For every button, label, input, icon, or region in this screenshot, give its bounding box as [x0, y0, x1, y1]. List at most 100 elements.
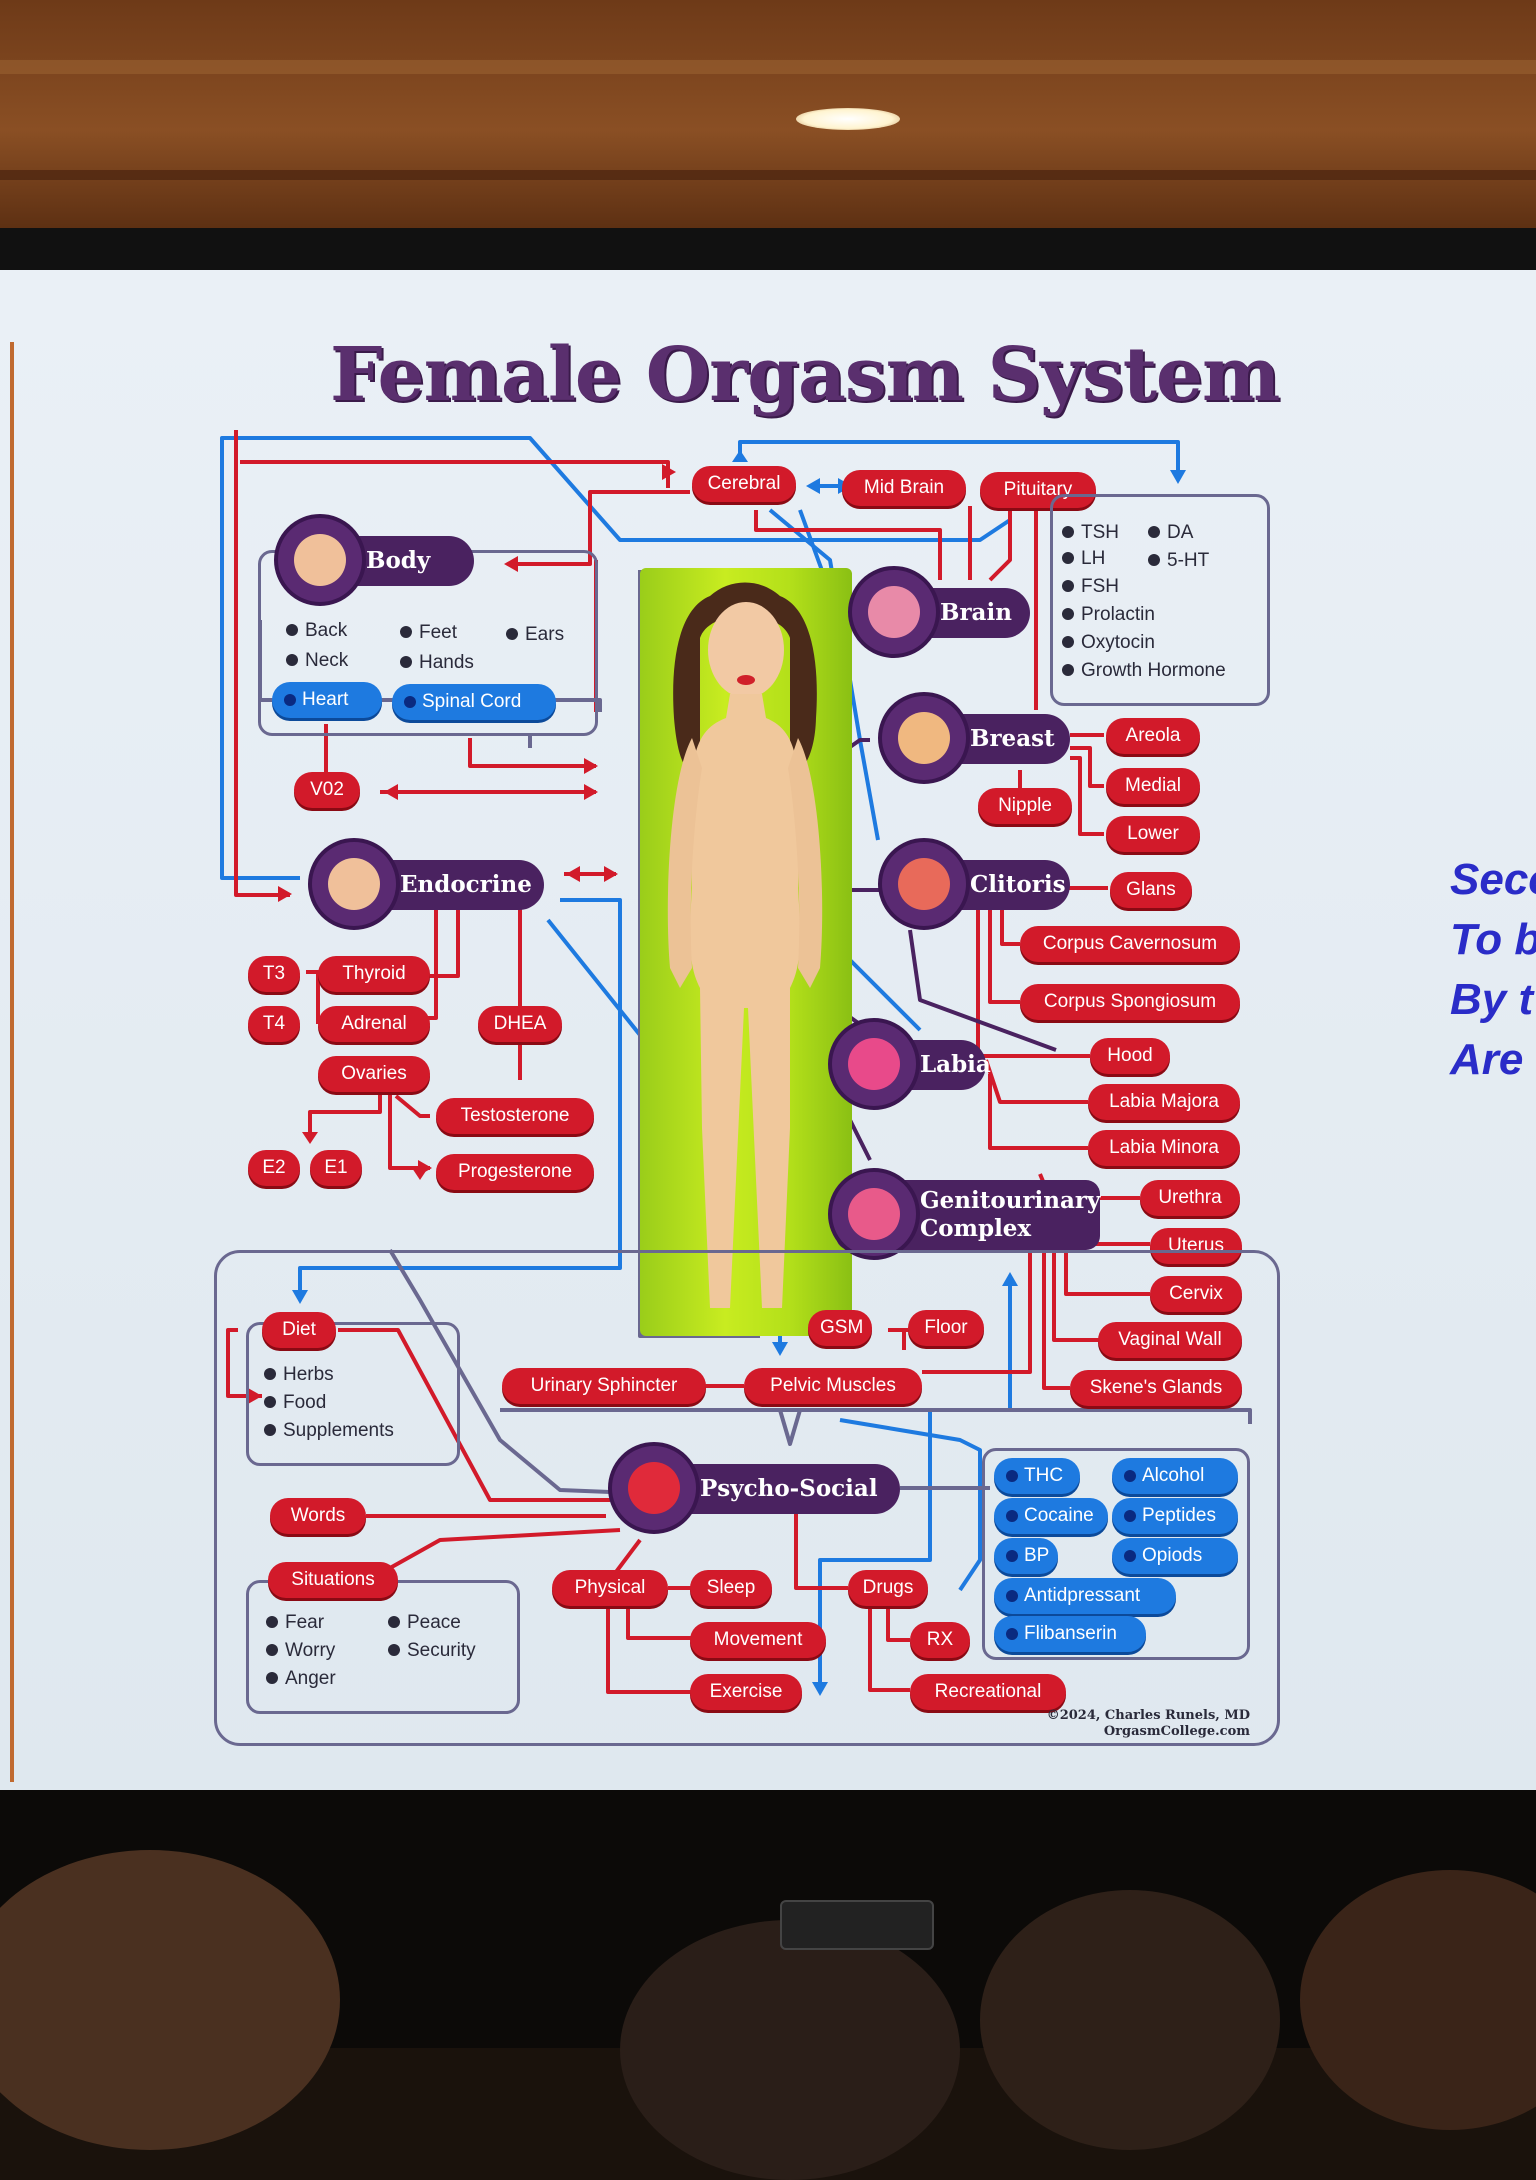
drugs-pill[interactable]: Drugs — [848, 1570, 928, 1606]
psycho-social-outer-box — [214, 1250, 1280, 1746]
labia-majora-pill[interactable]: Labia Majora — [1088, 1084, 1240, 1120]
labia-hub-label: Labia — [920, 1051, 991, 1078]
urethra-pill[interactable]: Urethra — [1140, 1180, 1240, 1216]
uterus-pill[interactable]: Uterus — [1150, 1228, 1242, 1264]
recreational-pill[interactable]: Recreational — [910, 1674, 1066, 1710]
figure-silhouette — [667, 582, 823, 1308]
lower-pill[interactable]: Lower — [1106, 816, 1200, 852]
t3-pill[interactable]: T3 — [248, 956, 300, 992]
chat-bubble-icon — [608, 1442, 700, 1534]
drug-cocaine[interactable]: Cocaine — [994, 1498, 1108, 1534]
red-connector — [794, 1510, 848, 1590]
floor-pill[interactable]: Floor — [908, 1310, 984, 1346]
arrowhead — [584, 758, 598, 774]
cervix-pill[interactable]: Cervix — [1150, 1276, 1242, 1312]
clitoris-hub[interactable]: Clitoris — [878, 838, 1070, 930]
red-connector — [626, 1604, 692, 1640]
drug-peptides[interactable]: Peptides — [1112, 1498, 1238, 1534]
labia-hub[interactable]: Labia — [828, 1018, 991, 1110]
movement-pill[interactable]: Movement — [690, 1622, 826, 1658]
situation-fear: Fear — [266, 1612, 324, 1634]
psycho-social-hub[interactable]: Psycho-Social — [608, 1442, 900, 1534]
hood-pill[interactable]: Hood — [1090, 1038, 1170, 1074]
urinary-sphincter-pill[interactable]: Urinary Sphincter — [502, 1368, 706, 1404]
t4-pill[interactable]: T4 — [248, 1006, 300, 1042]
diet-box — [246, 1322, 460, 1466]
body-hub[interactable]: Body — [274, 514, 474, 606]
red-connector — [389, 1528, 621, 1570]
areola-pill[interactable]: Areola — [1106, 718, 1200, 754]
brain-hub[interactable]: Brain — [848, 566, 1030, 658]
arrowhead — [278, 886, 292, 902]
adrenal-pill[interactable]: Adrenal — [318, 1006, 430, 1042]
red-connector — [240, 460, 670, 488]
hormone-lh: LH — [1062, 548, 1105, 570]
diet-pill[interactable]: Diet — [262, 1312, 336, 1348]
body-item-neck: Neck — [286, 650, 348, 672]
drug-bp[interactable]: BP — [994, 1538, 1058, 1574]
drug-thc[interactable]: THC — [994, 1458, 1080, 1494]
red-connector — [988, 510, 1012, 582]
genitourinary-hub[interactable]: Genitourinary Complex — [828, 1168, 1100, 1260]
e1-pill[interactable]: E1 — [310, 1150, 362, 1186]
drug-list-box — [982, 1448, 1250, 1660]
ovaries-pill[interactable]: Ovaries — [318, 1056, 430, 1092]
arrowhead — [504, 556, 518, 572]
gsm-pill[interactable]: GSM — [808, 1310, 872, 1346]
corpus-spongiosum-pill[interactable]: Corpus Spongiosum — [1020, 984, 1240, 1020]
situation-anger: Anger — [266, 1668, 336, 1690]
pelvic-muscles-pill[interactable]: Pelvic Muscles — [744, 1368, 922, 1404]
pituitary-pill[interactable]: Pituitary — [980, 472, 1096, 508]
arrowhead — [604, 866, 618, 882]
connector-lines — [220, 430, 1252, 1696]
clitoris-icon — [878, 838, 970, 930]
arrowhead — [384, 784, 398, 800]
situations-pill[interactable]: Situations — [268, 1562, 398, 1598]
purple-connector — [500, 1408, 1252, 1446]
physical-pill[interactable]: Physical — [552, 1570, 668, 1606]
medial-pill[interactable]: Medial — [1106, 768, 1200, 804]
body-heart-pill[interactable]: Heart — [272, 682, 382, 718]
vo2-pill[interactable]: V02 — [294, 772, 360, 808]
nipple-pill[interactable]: Nipple — [978, 788, 1072, 824]
drug-antidepressant[interactable]: Antidpressant — [994, 1578, 1176, 1614]
side-text-line: Seco — [1450, 855, 1536, 904]
thyroid-pill[interactable]: Thyroid — [318, 956, 430, 992]
e2-pill[interactable]: E2 — [248, 1150, 300, 1186]
progesterone-pill[interactable]: Progesterone — [436, 1154, 594, 1190]
copyright-credit: ©2024, Charles Runels, MD OrgasmCollege.… — [1000, 1708, 1250, 1740]
labia-minora-pill[interactable]: Labia Minora — [1088, 1130, 1240, 1166]
red-connector — [886, 1604, 910, 1642]
arrowhead — [806, 478, 820, 494]
exercise-pill[interactable]: Exercise — [690, 1674, 802, 1710]
situation-security: Security — [388, 1640, 476, 1662]
skenes-glands-pill[interactable]: Skene's Glands — [1070, 1370, 1242, 1406]
hormone-prolactin: Prolactin — [1062, 604, 1155, 626]
cerebral-pill[interactable]: Cerebral — [692, 466, 796, 502]
endocrine-hub[interactable]: Endocrine — [308, 838, 544, 930]
glans-pill[interactable]: Glans — [1110, 872, 1192, 908]
dhea-pill[interactable]: DHEA — [478, 1006, 562, 1042]
corpus-cavernosum-pill[interactable]: Corpus Cavernosum — [1020, 926, 1240, 962]
rx-pill[interactable]: RX — [910, 1622, 970, 1658]
situation-peace: Peace — [388, 1612, 461, 1634]
drug-alcohol[interactable]: Alcohol — [1112, 1458, 1238, 1494]
genitourinary-icon — [828, 1168, 920, 1260]
body-spinal-cord-pill[interactable]: Spinal Cord — [392, 684, 556, 720]
arm-right — [788, 738, 823, 988]
vaginal-wall-pill[interactable]: Vaginal Wall — [1098, 1322, 1242, 1358]
testosterone-pill[interactable]: Testosterone — [436, 1098, 594, 1134]
words-pill[interactable]: Words — [270, 1498, 366, 1534]
breast-hub[interactable]: Breast — [878, 692, 1070, 784]
arrowhead — [1170, 470, 1186, 484]
gu-label-line2: Complex — [920, 1215, 1032, 1242]
drug-opiods[interactable]: Opiods — [1112, 1538, 1238, 1574]
body-item-ears: Ears — [506, 624, 564, 646]
mid-brain-pill[interactable]: Mid Brain — [842, 470, 966, 506]
blue-connector — [220, 436, 1012, 880]
sleep-pill[interactable]: Sleep — [690, 1570, 772, 1606]
drug-flibanserin[interactable]: Flibanserin — [994, 1616, 1146, 1652]
endocrine-hub-label: Endocrine — [400, 871, 532, 898]
blue-connector — [738, 440, 1180, 478]
labia-icon — [828, 1018, 920, 1110]
